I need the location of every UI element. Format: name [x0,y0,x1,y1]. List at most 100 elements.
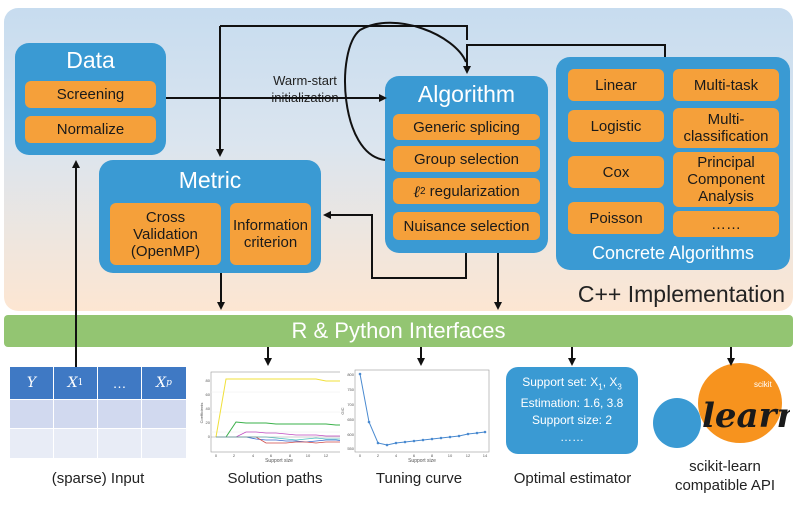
data-title: Data [66,47,115,73]
tuning-ylabel: GIC [340,407,345,414]
path-green [216,421,344,438]
header-x1-sub: 1 [77,378,84,388]
top-feed-line [220,25,468,40]
support-set-line: Support set: X1, X3 [506,374,638,395]
pca-item: Principal Component Analysis [673,152,779,207]
l2-symbol: ℓ [413,181,420,201]
table-cell [142,400,186,428]
tuning-ytick: 700 [347,402,354,407]
table-header-dots: … [98,367,141,399]
solution-ylabel: Coefficients [199,403,204,424]
tuning-curve-svg: Support size GIC 0 2 4 6 8 10 12 14 800 … [340,369,490,464]
tuning-xtick: 6 [413,453,416,458]
interfaces-bar: R & Python Interfaces [4,315,793,347]
algorithm-title: Algorithm [417,81,516,107]
header-x1-text: X [67,375,78,391]
nuisance-selection-item: Nuisance selection [393,212,540,240]
support-set-sub1: 1 [598,382,603,392]
table-cell [10,400,53,428]
tuning-xticks: 0 2 4 6 8 10 12 14 [359,453,488,458]
table-header-y: Y [10,367,53,399]
solution-xtick: 0 [215,453,218,458]
support-size-line: Support size: 2 [531,413,613,428]
warm-start-line1: Warm-start [273,73,337,88]
solution-ytick: 20 [206,420,211,425]
solution-paths-svg: Support size Coefficients 0 2 4 6 8 10 1… [199,371,348,464]
sklearn-caption: scikit-learn compatible API [655,457,795,495]
solution-xtick: 10 [306,453,311,458]
cv-line3: (OpenMP) [130,242,201,260]
table-cell [142,429,186,458]
solution-ytick: 0 [208,434,211,439]
tuning-xtick: 10 [448,453,453,458]
metric-box: Metric Cross Validation (OpenMP) Informa… [99,160,321,273]
logo-scikit-text: scikit [754,380,773,389]
screening-item: Screening [25,81,156,108]
tuning-ytick: 600 [347,432,354,437]
optimal-estimator-caption: Optimal estimator [513,470,632,487]
tuning-xtick: 2 [377,453,380,458]
tuning-xtick: 8 [431,453,434,458]
tuning-xtick: 12 [466,453,471,458]
multi-task-item: Multi-task [673,69,779,101]
tuning-curve-caption: Tuning curve [375,470,463,487]
solution-xtick: 12 [324,453,329,458]
logo-learn-text: learn [702,396,790,436]
ic-line1: Information [232,217,309,234]
support-set-mid: , X [602,375,618,389]
tuning-points [358,372,487,447]
solution-yticks: 80 60 40 20 0 [206,378,211,439]
cv-line2: Validation [133,225,198,243]
cv-line1: Cross [145,208,186,226]
algorithm-to-metric-arrow [323,211,467,279]
generic-splicing-item: Generic splicing [393,114,540,140]
logo-blue-blob [653,398,701,448]
scikit-learn-logo: scikit learn [650,355,797,455]
solution-xtick: 4 [252,453,255,458]
tuning-ytick: 650 [347,417,354,422]
header-dots-text: … [112,375,127,391]
concrete-algorithms-title: Concrete Algorithms [591,243,755,263]
normalize-item: Normalize [25,116,156,143]
table-cell [10,429,53,458]
estimation-line: Estimation: 1.6, 3.8 [520,396,624,411]
sklearn-logo-svg: scikit learn [653,363,797,448]
concrete-algorithms-box: Linear Logistic Cox Poisson Multi-task M… [556,57,790,270]
ic-line2: criterion [243,234,298,251]
solution-xtick: 6 [270,453,273,458]
tuning-xtick: 14 [483,453,488,458]
cpp-implementation-label: C++ Implementation [577,281,785,307]
logistic-item: Logistic [568,110,664,142]
support-set-sub2: 3 [617,382,622,392]
linear-item: Linear [568,69,664,101]
l2-subscript: 2 [419,185,426,197]
plot-frame [354,369,490,453]
poisson-item: Poisson [568,202,664,234]
input-caption: (sparse) Input [51,470,145,487]
multi-classification-item: Multi- classification [673,108,779,148]
solution-xtick: 8 [289,453,292,458]
tuning-ytick: 800 [347,372,354,377]
table-cell [98,429,141,458]
interfaces-label: R & Python Interfaces [291,318,506,343]
grid-lines [211,391,347,433]
tuning-xtick: 0 [359,453,362,458]
header-xp-text: X [156,375,167,391]
tuning-xlabel: Support size [408,458,436,464]
cox-item: Cox [568,156,664,188]
metric-title: Metric [178,167,242,193]
solution-xlabel: Support size [265,458,293,464]
estimator-ellipsis: …… [560,430,584,445]
concrete-to-algorithm-arrow [463,44,666,74]
support-set-text: Support set: X [522,375,599,389]
group-selection-item: Group selection [393,146,540,172]
sklearn-caption-line2: compatible API [674,477,776,494]
tuning-xtick: 4 [395,453,398,458]
tuning-yticks: 800 750 700 650 600 550 [347,372,354,451]
warm-start-loop [344,21,467,161]
header-xp-sub: p [166,378,172,388]
